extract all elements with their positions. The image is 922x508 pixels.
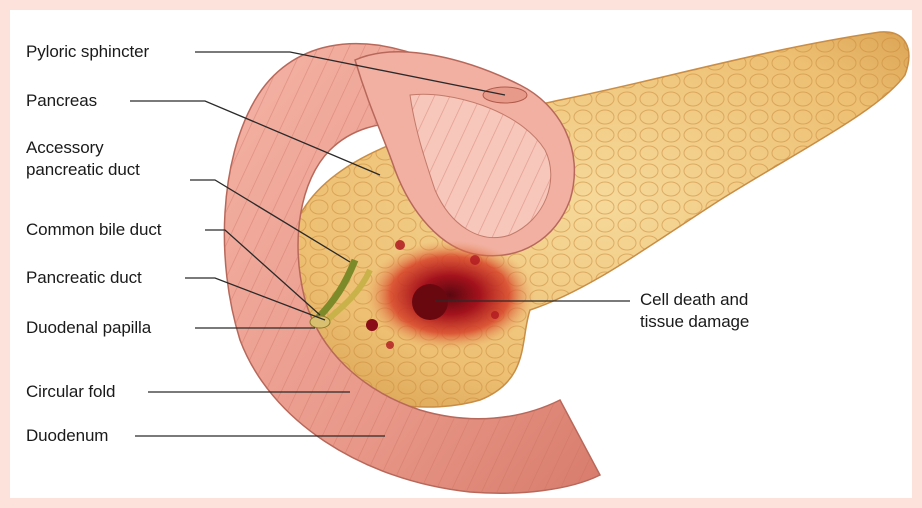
label-cell-death-line2: tissue damage <box>640 311 749 333</box>
lesion-area <box>365 240 535 350</box>
label-pancreatic-duct: Pancreatic duct <box>26 267 142 289</box>
label-pyloric-sphincter: Pyloric sphincter <box>26 41 149 63</box>
label-accessory-line2: pancreatic duct <box>26 159 140 181</box>
label-duodenal-papilla: Duodenal papilla <box>26 317 151 339</box>
label-cell-death: Cell death and tissue damage <box>640 289 749 333</box>
label-accessory-pancreatic-duct: Accessory pancreatic duct <box>26 137 140 181</box>
label-circular-fold: Circular fold <box>26 381 115 403</box>
label-cell-death-line1: Cell death and <box>640 289 749 311</box>
label-common-bile-duct: Common bile duct <box>26 219 161 241</box>
label-pancreas: Pancreas <box>26 90 97 112</box>
label-accessory-line1: Accessory <box>26 137 140 159</box>
label-duodenum: Duodenum <box>26 425 108 447</box>
